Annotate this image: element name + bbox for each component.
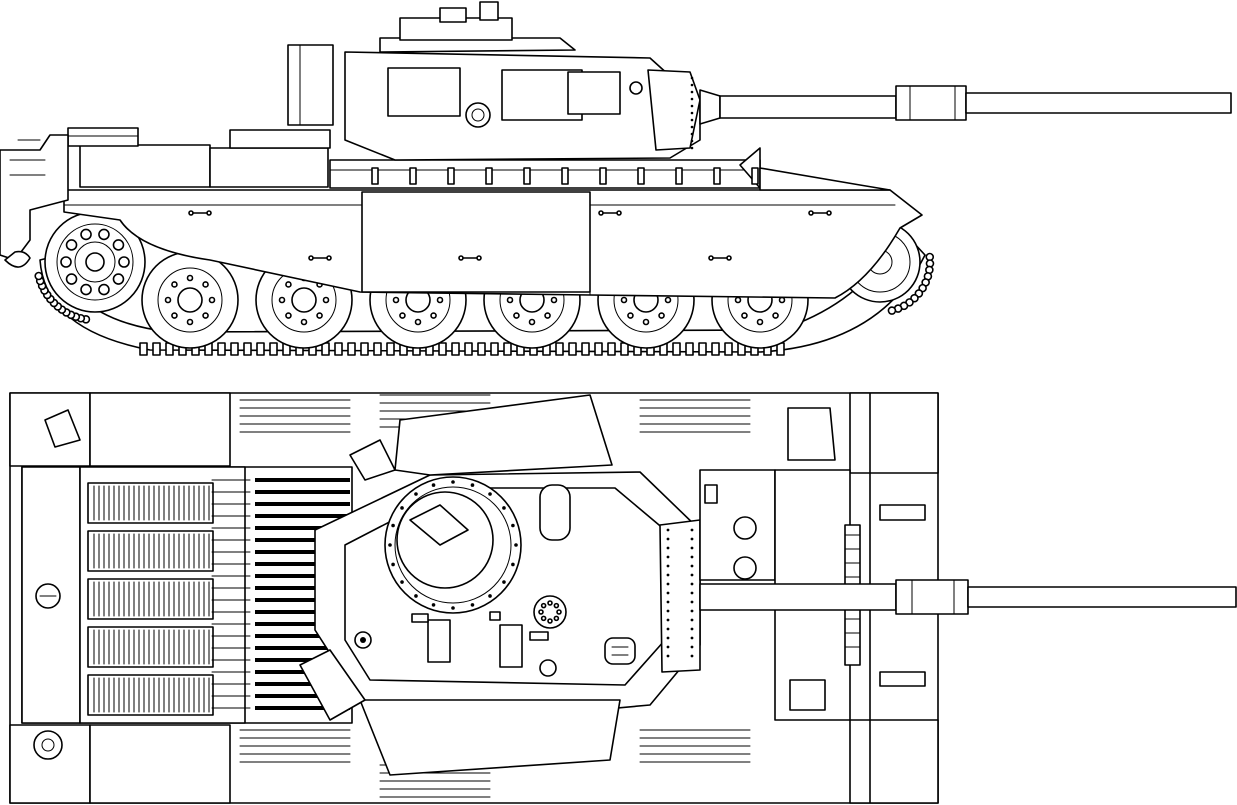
track-link [256, 342, 265, 356]
track-link [34, 271, 44, 281]
track-link [217, 342, 226, 356]
track-link [672, 342, 681, 356]
louvre [255, 526, 350, 530]
exhaust-louvres [211, 478, 350, 710]
louvre [255, 646, 350, 650]
track-link [386, 342, 395, 356]
louvre [255, 586, 350, 590]
rear-equipment [0, 134, 69, 268]
track-link [887, 306, 897, 315]
track-link [724, 342, 733, 356]
track-link [360, 342, 369, 356]
louvre [255, 502, 350, 506]
engine-grilles [87, 482, 214, 716]
hull-handles [188, 210, 832, 261]
track-link [711, 342, 720, 356]
track-link [685, 342, 694, 356]
louvre [255, 610, 350, 614]
louvre [255, 550, 350, 554]
track-link [477, 342, 486, 356]
track-link [373, 342, 382, 356]
engine-deck [21, 409, 353, 760]
track-link [152, 342, 161, 356]
track-link [607, 342, 616, 356]
track-link [451, 342, 460, 356]
track-link [555, 342, 564, 356]
turret-plan [299, 394, 701, 776]
drive-sprocket [44, 211, 146, 313]
turret [287, 1, 701, 161]
main-gun [699, 85, 1232, 125]
louvre [255, 658, 350, 662]
louvre [255, 694, 350, 698]
track [34, 227, 935, 356]
track-link [269, 342, 278, 356]
louvre [255, 682, 350, 686]
road-wheel [141, 251, 239, 349]
track-link [139, 342, 148, 356]
main-gun-plan [699, 579, 1237, 615]
louvre [255, 538, 350, 542]
track-link [438, 342, 447, 356]
side-view [0, 1, 1232, 356]
louvre [255, 670, 350, 674]
track-link [230, 342, 239, 356]
track-link [347, 342, 356, 356]
track-link [581, 342, 590, 356]
louvre [255, 622, 350, 626]
track-link [243, 342, 252, 356]
track-link [490, 342, 499, 356]
track-link [594, 342, 603, 356]
hull [63, 127, 923, 299]
track-link [568, 342, 577, 356]
track-link [464, 342, 473, 356]
track-link [334, 342, 343, 356]
track-links [34, 252, 935, 356]
louvre [255, 514, 350, 518]
top-view [9, 392, 1237, 804]
louvre [255, 478, 350, 482]
louvre [255, 598, 350, 602]
louvre [255, 706, 350, 710]
track-link [698, 342, 707, 356]
track-link [503, 342, 512, 356]
louvre [255, 490, 350, 494]
fender-stowage [239, 394, 751, 798]
louvre [255, 562, 350, 566]
louvre [255, 574, 350, 578]
louvre [255, 634, 350, 638]
